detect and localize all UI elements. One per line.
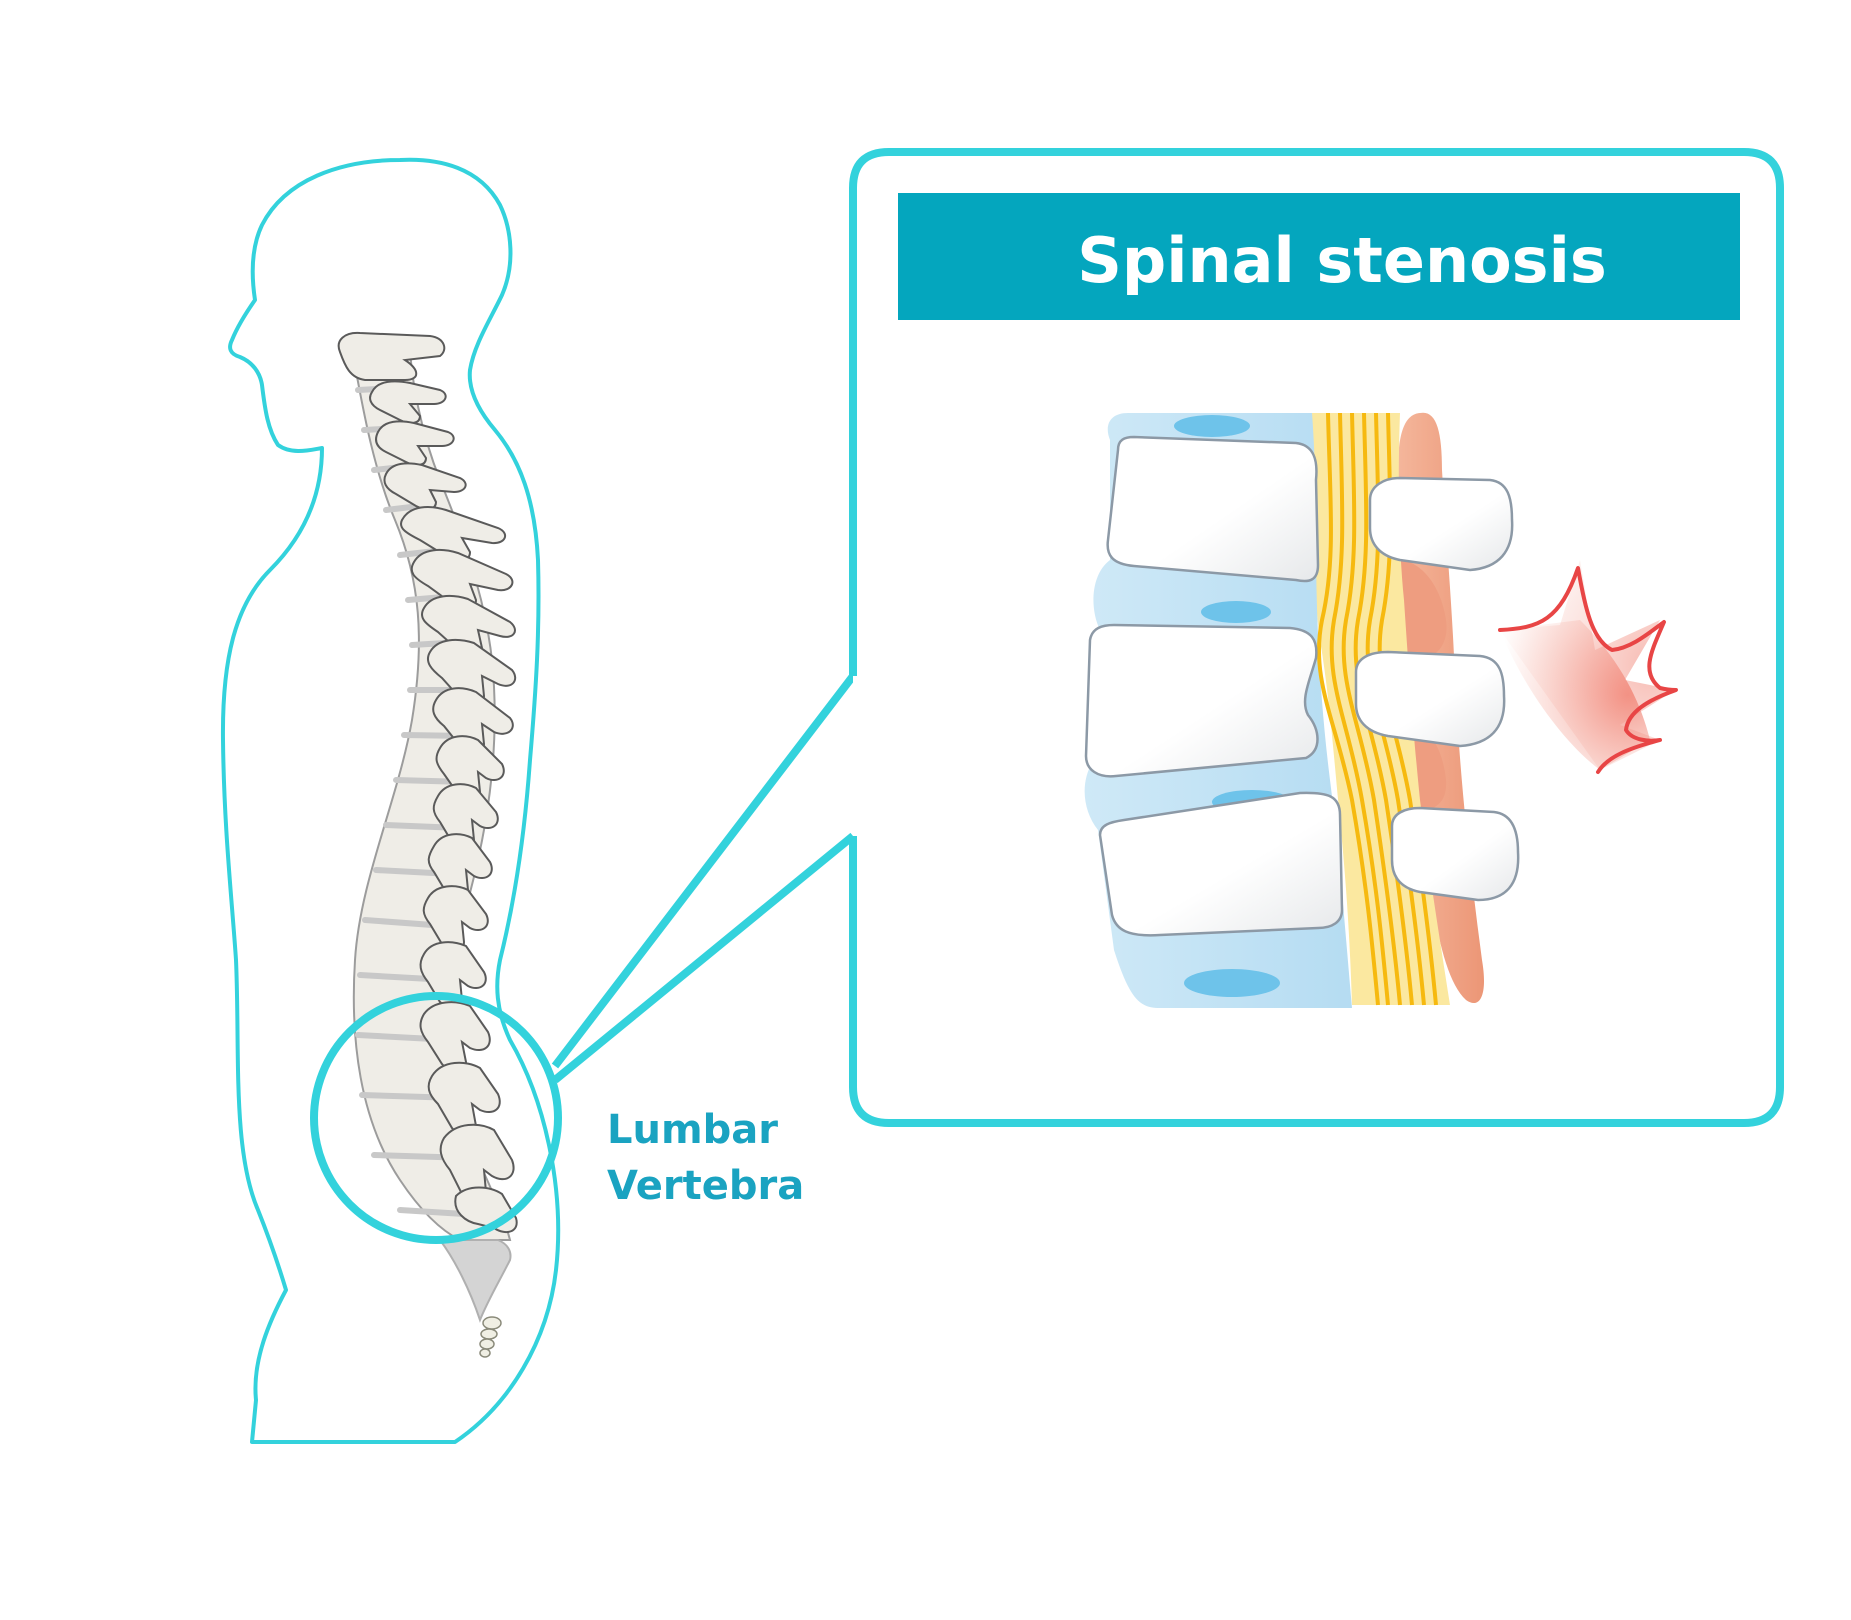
diagram-title: Spinal stenosis bbox=[1077, 224, 1606, 297]
magnifier bbox=[310, 673, 857, 1244]
spinous-process-upper bbox=[1368, 476, 1514, 572]
callout-line-lower bbox=[552, 832, 856, 1084]
vertebra-upper bbox=[1106, 435, 1320, 583]
body-outline-icon bbox=[220, 157, 561, 1444]
spinous-process-lower bbox=[1390, 806, 1520, 902]
spine-cross-section bbox=[1084, 412, 1678, 1008]
lumbar-highlight-circle bbox=[310, 992, 562, 1244]
disc-nuclei bbox=[1174, 415, 1292, 997]
sacrum bbox=[438, 1239, 512, 1323]
vertebra-lower bbox=[1098, 791, 1344, 937]
callout-line-upper bbox=[551, 673, 857, 1069]
coccyx bbox=[479, 1316, 502, 1358]
vertebra-middle bbox=[1084, 623, 1319, 778]
body-figure bbox=[220, 157, 561, 1444]
title-banner bbox=[898, 193, 1740, 320]
spinous-process-blocks bbox=[1354, 476, 1520, 902]
spinous-processes bbox=[337, 331, 518, 1234]
spine-icon bbox=[337, 331, 518, 1358]
region-label-line1: Lumbar bbox=[607, 1107, 778, 1153]
region-label-line2: Vertebra bbox=[607, 1163, 804, 1209]
vertebral-bodies bbox=[1084, 435, 1344, 937]
spinous-process-middle bbox=[1354, 650, 1506, 748]
pain-burst-icon bbox=[1498, 560, 1678, 774]
